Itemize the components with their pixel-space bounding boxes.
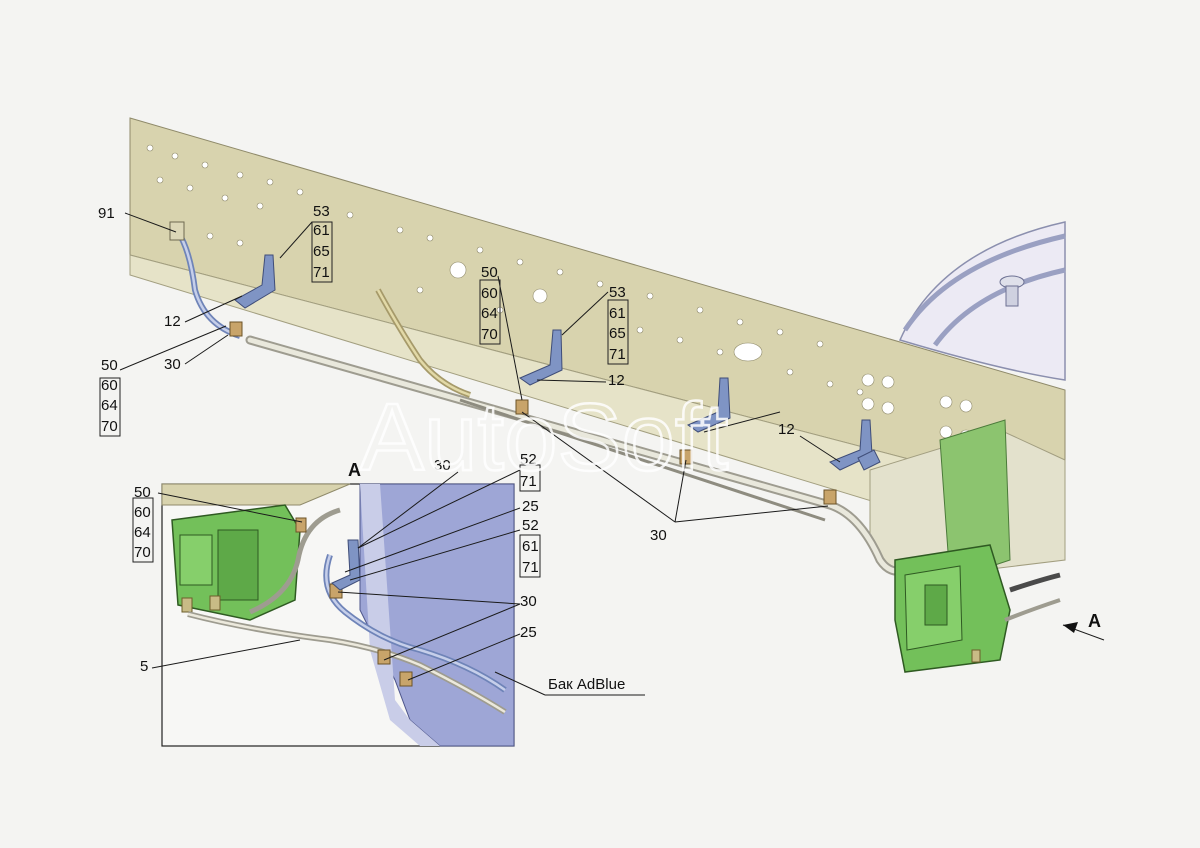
callout-g2-0: 50: [101, 357, 118, 374]
inset-g5-3: 70: [134, 544, 151, 561]
inset-30b: 30: [520, 593, 537, 610]
inset-pipe-5-highlight: [187, 612, 506, 714]
main-leaders: [119, 212, 1105, 641]
callout-12a: 12: [164, 313, 181, 330]
callout-boxes: [99, 221, 629, 437]
callout-g4-1: 60: [481, 285, 498, 302]
inset-pipe-blue-highlight: [325, 554, 506, 692]
inset-boxes: [132, 464, 541, 578]
callout-g1-0: 53: [313, 203, 330, 220]
lower-pipe: [459, 398, 826, 522]
callout-12b: 12: [608, 372, 625, 389]
inset-pump: [171, 504, 301, 621]
watermark: AutoSoft: [360, 384, 728, 491]
tank-strap-2: [932, 267, 1066, 347]
inset-g7-1: 61: [522, 538, 539, 555]
callout-g4-0: 50: [481, 264, 498, 281]
callout-g1-3: 71: [313, 264, 330, 281]
view-arrow-icon: [1063, 622, 1078, 633]
inset-pipe-upper: [249, 507, 341, 615]
inset-view-a: A 50 60 64 70 30 52 71 25 52 61 71 30 25…: [132, 451, 645, 747]
connector-91: [169, 221, 185, 241]
inset-g5-2: 64: [134, 524, 151, 541]
inset-g6-0: 52: [520, 451, 537, 468]
callout-g1-1: 61: [313, 222, 330, 239]
tank-cap-icon: [999, 275, 1025, 307]
callout-g3-0: 53: [609, 284, 626, 301]
callout-g2-1: 60: [101, 377, 118, 394]
callout-g2-2: 64: [101, 397, 118, 414]
hose-highlight: [376, 289, 471, 397]
main-view: 91 53 61 65 71 12 30 50 60 64 70 50 60 6…: [98, 117, 1105, 673]
inset-brackets: [331, 539, 361, 591]
inset-30a: 30: [434, 457, 451, 474]
callout-g2-3: 70: [101, 418, 118, 435]
pump-bracket: [939, 419, 1011, 581]
callout-30b: 30: [650, 527, 667, 544]
inset-g7-0: 52: [522, 517, 539, 534]
inset-tank-label: Бак AdBlue: [548, 676, 625, 693]
inset-frame-rail: [161, 483, 351, 506]
callout-g1-2: 65: [313, 243, 330, 260]
inset-g6-1: 71: [520, 473, 537, 490]
inset-leaders: [151, 469, 645, 696]
inset-25b: 25: [520, 624, 537, 641]
view-arrow-label: A: [1088, 611, 1101, 631]
inset-25a: 25: [522, 498, 539, 515]
callout-30a: 30: [164, 356, 181, 373]
callout-91: 91: [98, 205, 115, 222]
callout-g4-2: 64: [481, 305, 498, 322]
tank-strap: [902, 233, 1066, 332]
callout-g3-3: 71: [609, 346, 626, 363]
inset-g5-1: 60: [134, 504, 151, 521]
inset-clamps: [295, 517, 413, 687]
tank-highlight: [360, 484, 440, 746]
callout-g3-2: 65: [609, 325, 626, 342]
pipe-brackets: [234, 254, 881, 471]
inset-g5-0: 50: [134, 484, 151, 501]
callout-g3-1: 61: [609, 305, 626, 322]
pipe-clamps: [229, 321, 837, 505]
inset-g7-2: 71: [522, 559, 539, 576]
dosing-pump: [894, 544, 1061, 673]
inset-5: 5: [140, 658, 148, 675]
callout-g4-3: 70: [481, 326, 498, 343]
inset-title: A: [348, 460, 361, 480]
callout-12c: 12: [778, 421, 795, 438]
